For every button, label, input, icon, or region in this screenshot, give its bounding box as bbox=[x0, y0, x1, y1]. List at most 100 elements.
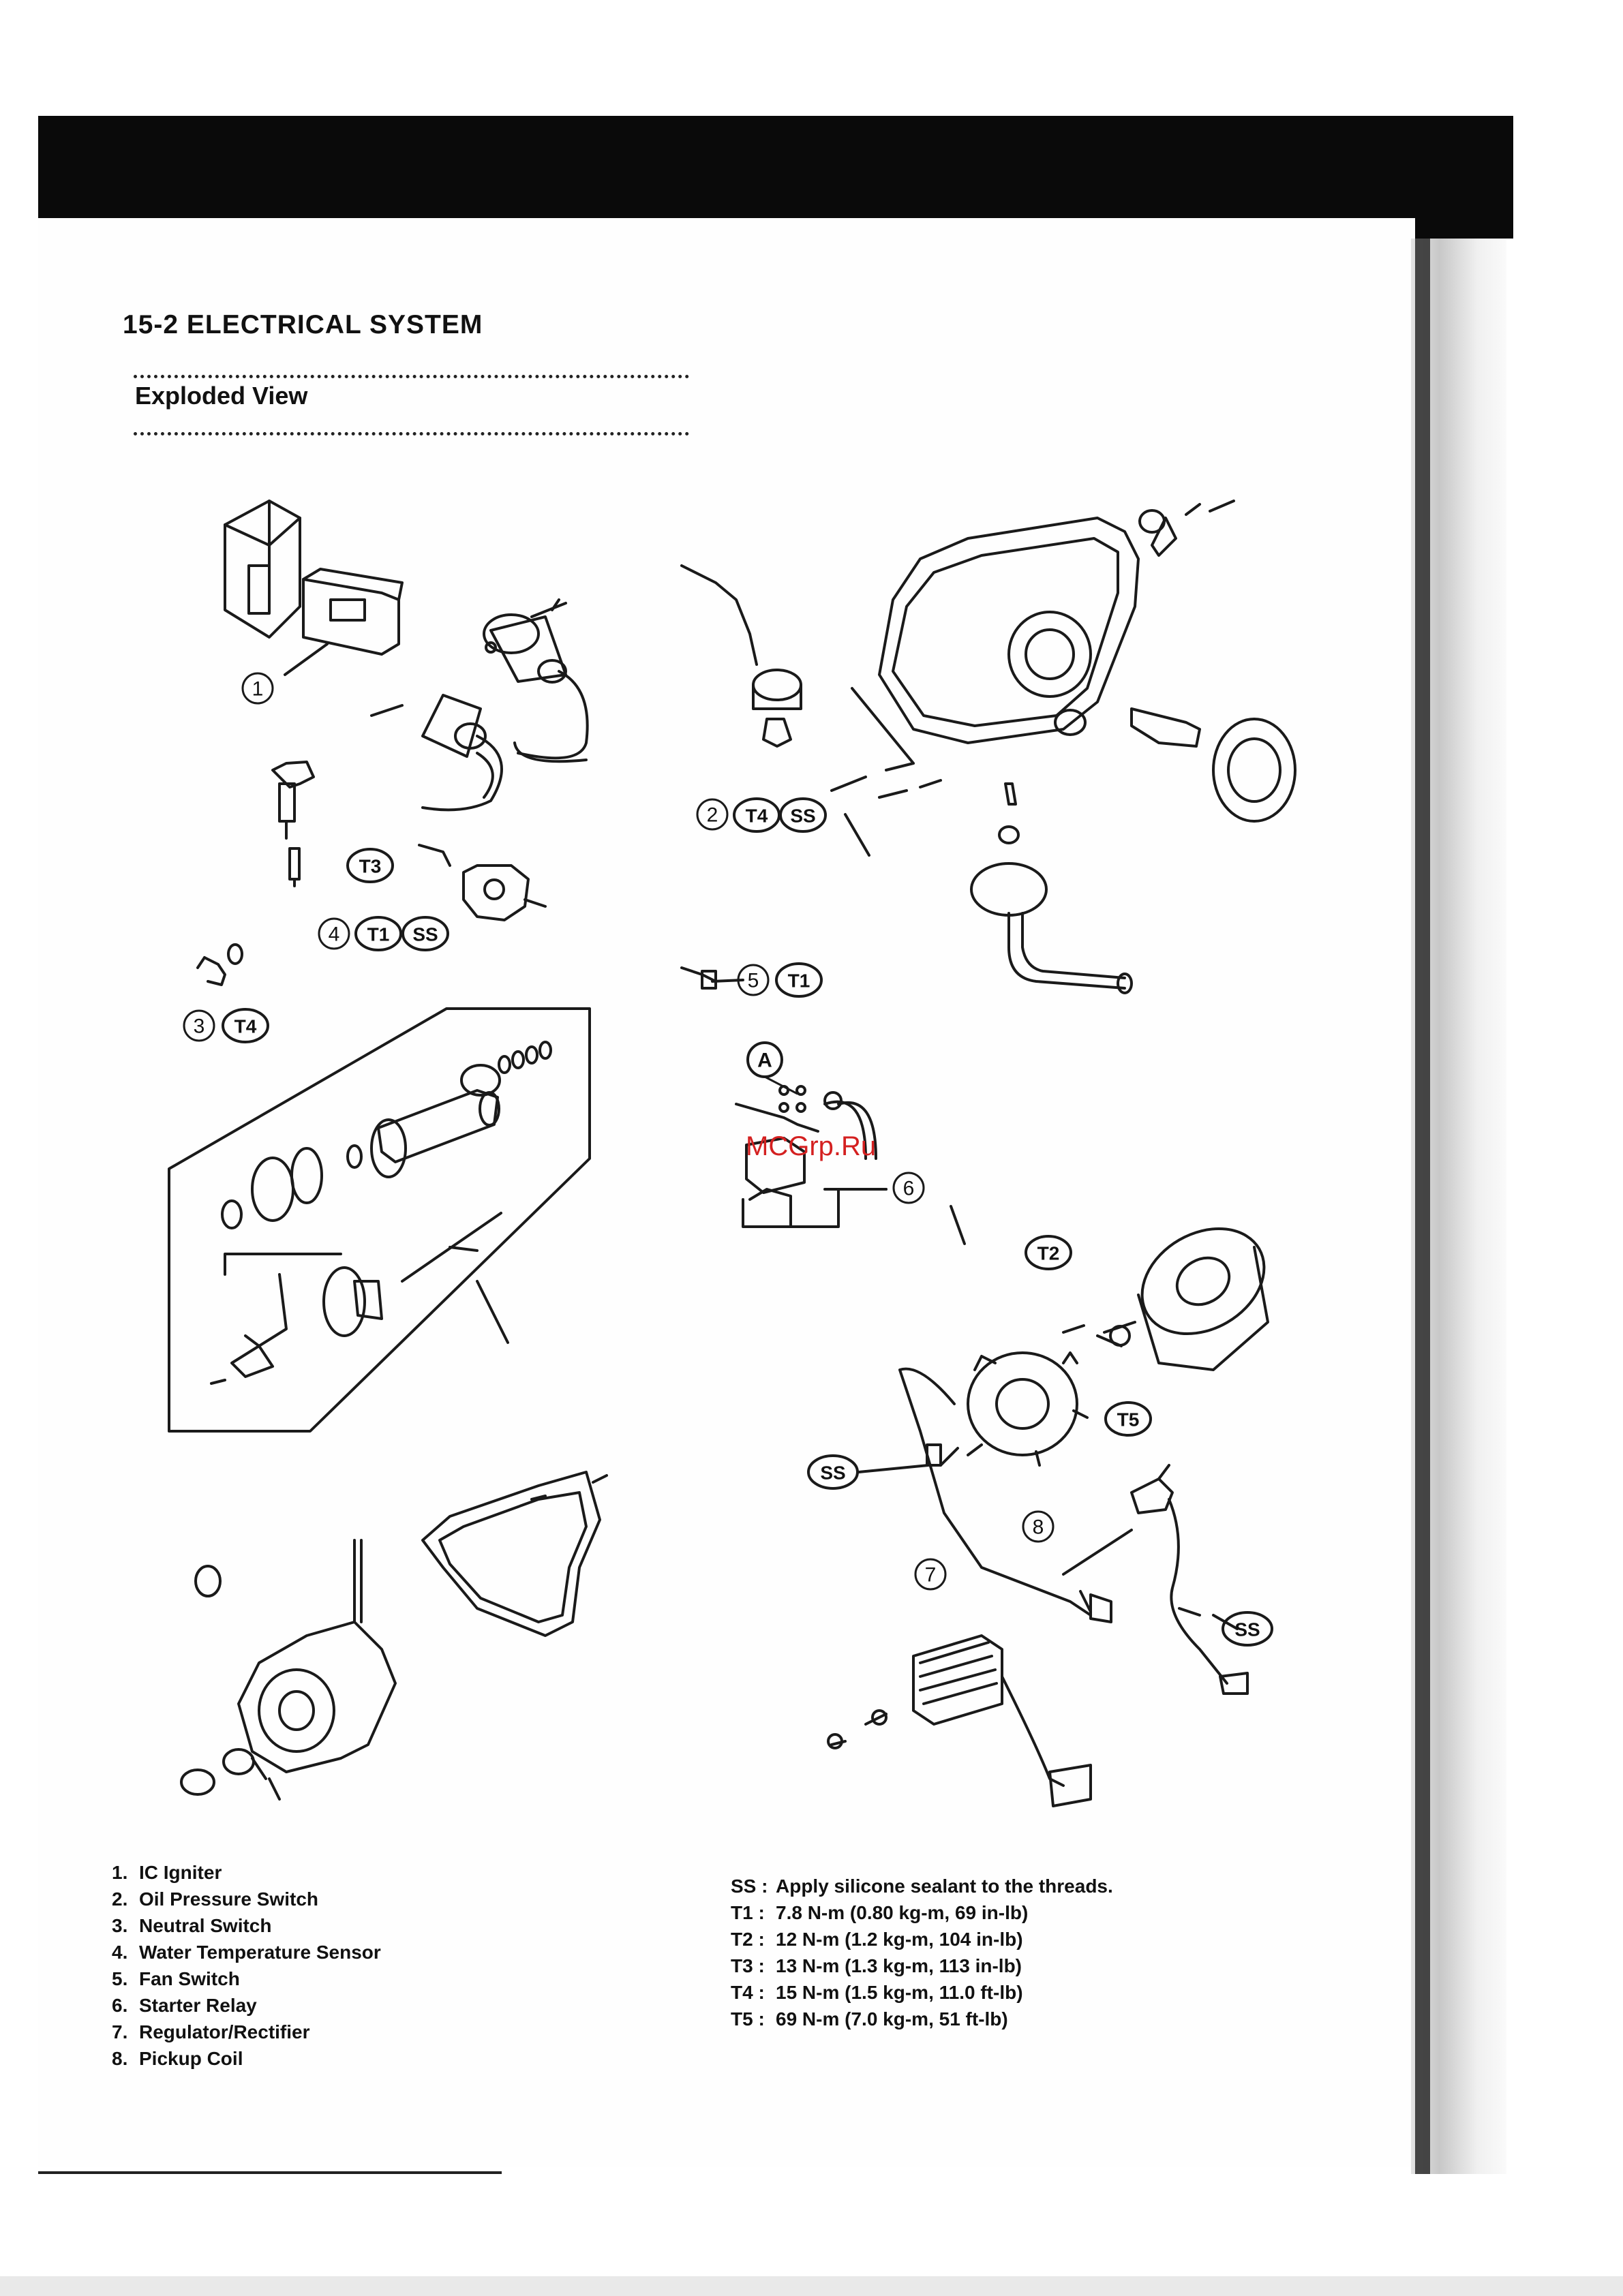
callout-7-circle bbox=[914, 1558, 947, 1591]
stator-flywheel-part bbox=[898, 1227, 1269, 1623]
callout-t2-label: T2 bbox=[1037, 1243, 1060, 1264]
callout-5-label: 5 bbox=[748, 970, 759, 992]
callout-ss-b-oval bbox=[401, 916, 449, 951]
legend-number: 5. bbox=[112, 1968, 128, 1989]
callout-ss-b-label: SS bbox=[412, 924, 438, 945]
callout-ss-d-oval bbox=[1222, 1611, 1273, 1647]
callout-5-circle bbox=[737, 964, 770, 996]
torque-key: T2 : bbox=[731, 1929, 765, 1950]
fan-switch-part bbox=[680, 966, 717, 990]
callout-t1-a-label: T1 bbox=[367, 924, 390, 945]
neutral-switch-part bbox=[196, 943, 243, 986]
ignition-coils-part bbox=[370, 598, 589, 812]
pickup-coil-part bbox=[1130, 1464, 1249, 1695]
legend-label: Pickup Coil bbox=[139, 2048, 243, 2069]
torque-text: 13 N-m (1.3 kg-m, 113 in-lb) bbox=[776, 1955, 1022, 1976]
dotted-rule-bottom bbox=[134, 432, 689, 435]
callout-t3-label: T3 bbox=[359, 856, 382, 877]
callout-t4-b-oval bbox=[222, 1008, 269, 1043]
torque-note: T4 : 15 N-m (1.5 kg-m, 11.0 ft-lb) bbox=[731, 1979, 1113, 2006]
torque-note: SS : Apply silicone sealant to the thread… bbox=[731, 1873, 1113, 1899]
torque-note: T3 : 13 N-m (1.3 kg-m, 113 in-lb) bbox=[731, 1953, 1113, 1979]
legend-label: Neutral Switch bbox=[139, 1915, 272, 1936]
legend-item: 8. Pickup Coil bbox=[112, 2045, 381, 2072]
torque-key: T4 : bbox=[731, 1982, 765, 2003]
callout-2-label: 2 bbox=[707, 804, 718, 827]
callout-ss-c-oval bbox=[807, 1454, 859, 1490]
legend-number: 2. bbox=[112, 1888, 128, 1910]
oil-pressure-switch-part bbox=[680, 564, 802, 748]
callout-8-circle bbox=[1022, 1510, 1055, 1543]
legend-item: 6. Starter Relay bbox=[112, 1992, 381, 2019]
legend-label: Starter Relay bbox=[139, 1995, 257, 2016]
torque-note: T1 : 7.8 N-m (0.80 kg-m, 69 in-lb) bbox=[731, 1899, 1113, 1926]
callout-1-label: 1 bbox=[252, 678, 264, 701]
scan-bottom-band bbox=[0, 2276, 1623, 2296]
legend-item: 7. Regulator/Rectifier bbox=[112, 2019, 381, 2045]
ic-igniter-part bbox=[224, 500, 404, 676]
legend-item: 5. Fan Switch bbox=[112, 1965, 381, 1992]
torque-text: 69 N-m (7.0 kg-m, 51 ft-lb) bbox=[776, 2008, 1008, 2030]
legend-number: 4. bbox=[112, 1942, 128, 1963]
callout-t5-oval bbox=[1104, 1401, 1152, 1437]
legend-item: 3. Neutral Switch bbox=[112, 1912, 381, 1939]
callout-t5-label: T5 bbox=[1117, 1409, 1140, 1430]
callout-t4-b-label: T4 bbox=[234, 1016, 257, 1037]
callout-t1-b-oval bbox=[775, 962, 823, 998]
callout-3-circle bbox=[183, 1009, 215, 1042]
callout-ss-c-label: SS bbox=[820, 1463, 845, 1484]
torque-text: 7.8 N-m (0.80 kg-m, 69 in-lb) bbox=[776, 1902, 1029, 1923]
legend-number: 1. bbox=[112, 1862, 128, 1883]
torque-note: T5 :69 N-m (7.0 kg-m, 51 ft-lb) bbox=[731, 2006, 1113, 2032]
manual-page bbox=[38, 218, 1415, 2167]
generator-cover-part bbox=[180, 1471, 608, 1801]
callout-7-label: 7 bbox=[925, 1564, 937, 1587]
legend-label: Water Temperature Sensor bbox=[139, 1942, 381, 1963]
callout-4-label: 4 bbox=[329, 923, 340, 946]
callout-6-label: 6 bbox=[903, 1178, 915, 1200]
page-edge bbox=[1415, 239, 1430, 2174]
legend-number: 6. bbox=[112, 1995, 128, 2016]
legend-label: Oil Pressure Switch bbox=[139, 1888, 318, 1910]
headlight-part bbox=[830, 500, 1296, 994]
torque-key: T3 : bbox=[731, 1955, 765, 1976]
legend-label: Fan Switch bbox=[139, 1968, 240, 1989]
callout-t2-oval bbox=[1025, 1235, 1072, 1270]
legend-number: 8. bbox=[112, 2048, 128, 2069]
callout-4-circle bbox=[318, 917, 350, 950]
parts-legend: 1. IC Igniter 2. Oil Pressure Switch 3. Neu… bbox=[112, 1859, 381, 2072]
legend-item: 1. IC Igniter bbox=[112, 1859, 381, 1886]
legend-number: 7. bbox=[112, 2021, 128, 2042]
callout-ss-a-label: SS bbox=[790, 806, 815, 827]
callout-a-label: A bbox=[757, 1050, 772, 1072]
legend-label: IC Igniter bbox=[139, 1862, 222, 1883]
section-subtitle: Exploded View bbox=[135, 382, 308, 410]
callout-t1-a-oval bbox=[354, 916, 402, 951]
callout-t4-a-label: T4 bbox=[746, 806, 768, 827]
torque-text: 15 N-m (1.5 kg-m, 11.0 ft-lb) bbox=[776, 1982, 1023, 2003]
torque-note: T2 :12 N-m (1.2 kg-m, 104 in-lb) bbox=[731, 1926, 1113, 1953]
legend-number: 3. bbox=[112, 1915, 128, 1936]
spark-plug-part bbox=[271, 761, 315, 887]
starter-relay-part bbox=[735, 1085, 888, 1228]
torque-key: T1 : bbox=[731, 1902, 765, 1923]
callout-t1-b-label: T1 bbox=[788, 970, 810, 992]
legend-label: Regulator/Rectifier bbox=[139, 2021, 310, 2042]
regulator-rectifier-part bbox=[827, 1634, 1092, 1807]
callout-ss-d-label: SS bbox=[1234, 1619, 1260, 1640]
callout-8-label: 8 bbox=[1033, 1516, 1044, 1539]
legend-item: 4. Water Temperature Sensor bbox=[112, 1939, 381, 1965]
starter-motor-group bbox=[168, 1007, 591, 1433]
callout-t3-oval bbox=[346, 848, 394, 883]
torque-key: SS : bbox=[731, 1876, 768, 1897]
section-title: 15-2 ELECTRICAL SYSTEM bbox=[123, 310, 483, 339]
callout-3-label: 3 bbox=[194, 1015, 205, 1038]
water-temp-sensor-part bbox=[418, 844, 547, 921]
torque-notes: SS : Apply silicone sealant to the thread… bbox=[731, 1873, 1113, 2032]
torque-text: Apply silicone sealant to the threads. bbox=[776, 1876, 1113, 1897]
callout-6-circle bbox=[892, 1172, 925, 1204]
legend-item: 2. Oil Pressure Switch bbox=[112, 1886, 381, 1912]
callout-ss-a-oval bbox=[779, 797, 827, 833]
callout-2-circle bbox=[696, 798, 729, 831]
